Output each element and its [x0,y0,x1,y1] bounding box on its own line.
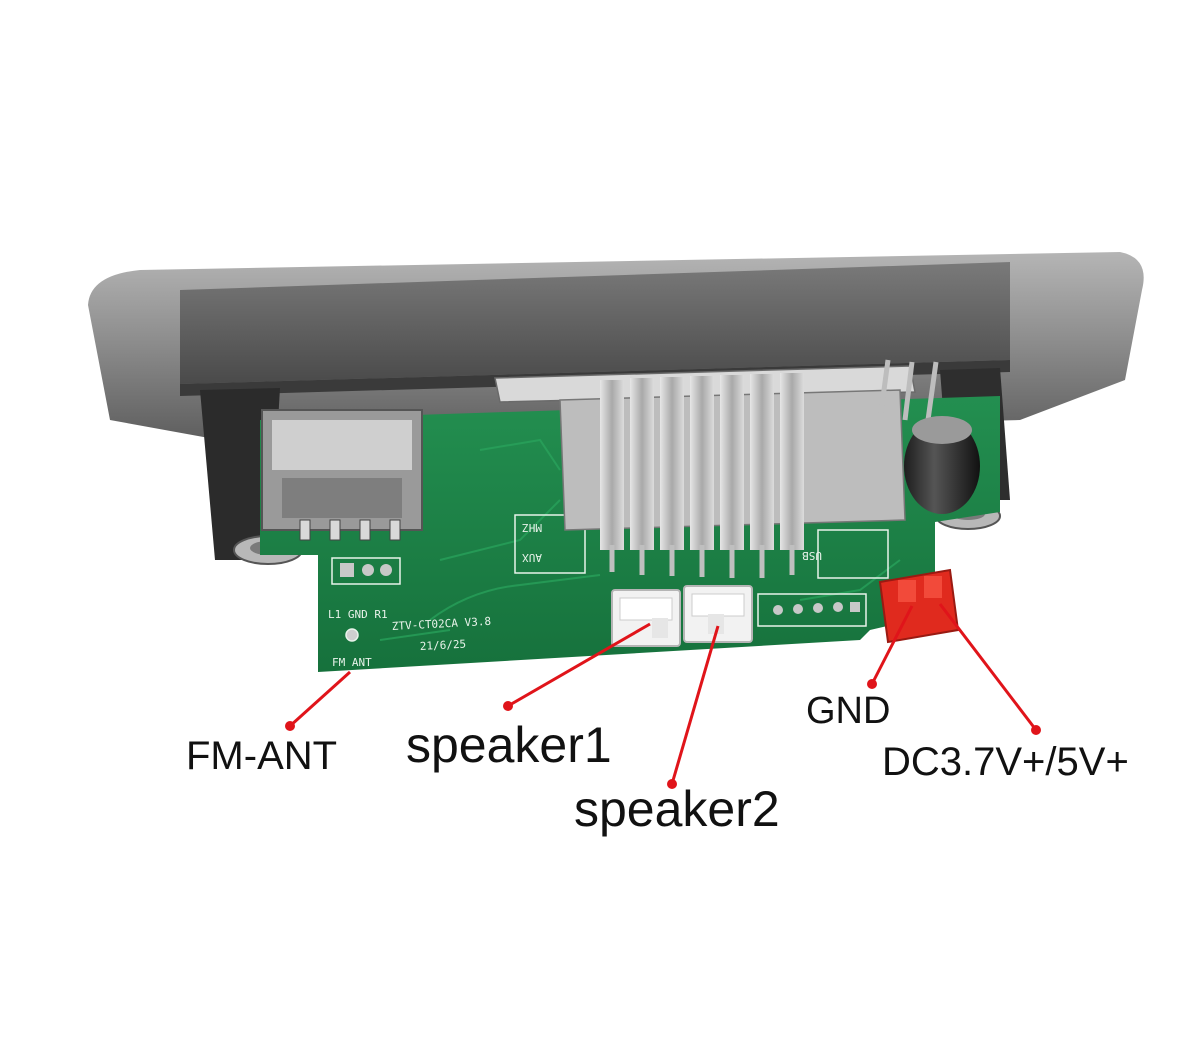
fm-ant-label: FM-ANT [186,734,338,778]
pointer-fm-ant [288,670,352,728]
pointer-dot-speaker2 [667,779,677,789]
silk-aux: AUX [522,551,542,564]
silk-mhz: MHZ [522,521,542,534]
gnd-label: GND [806,690,891,732]
aux-silk-box [514,514,586,574]
usb-silk-box [817,529,889,579]
pointer-dot-speaker1 [503,701,513,711]
pointer-dot-dc [1031,725,1041,735]
silk-usb: USB [802,549,822,562]
speaker1-connector [611,589,681,647]
pointer-dot-fm-ant [285,721,295,731]
speaker2-label: speaker2 [574,781,780,837]
silk-board-model: ZTV-CT02CA V3.8 [391,615,491,633]
pointer-dot-gnd [867,679,877,689]
speaker1-label: speaker1 [406,717,612,773]
pointer-dc [938,603,1038,731]
dc-power-label: DC3.7V+/5V+ [882,740,1129,784]
fm-ant-pad [345,628,359,642]
electrolytic-capacitor [877,359,980,514]
pointer-speaker1 [507,622,651,708]
pointer-gnd [870,605,914,685]
usb-port [261,409,423,541]
silk-fm-ant: FM ANT [332,656,372,669]
silk-left-connector: L1 GND R1 [328,608,388,621]
speaker2-connector [683,585,753,643]
heatsink [600,373,804,578]
callout-pointers [285,603,1041,789]
four-pin-header [757,593,867,627]
aux-header [331,557,401,585]
power-connector [878,568,960,644]
pointer-speaker2 [670,625,720,785]
silk-board-date: 21/6/25 [419,638,466,653]
